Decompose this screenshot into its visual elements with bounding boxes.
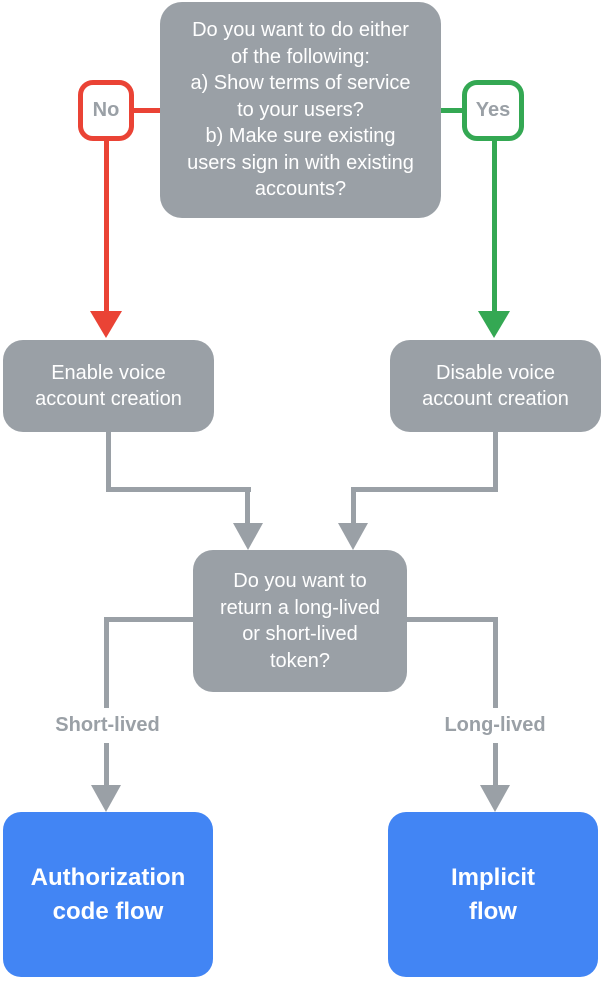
no-arrowhead-icon <box>90 311 122 338</box>
long-lived-connector-down <box>493 617 498 785</box>
no-connector-vertical <box>104 141 109 311</box>
yes-badge: Yes <box>462 80 524 141</box>
top-question-box: Do you want to do either of the followin… <box>160 2 441 218</box>
no-badge: No <box>78 80 134 141</box>
enable-arrowhead-icon <box>233 523 263 550</box>
enable-connector-across <box>106 487 251 492</box>
enable-connector-down <box>106 432 111 492</box>
yes-arrowhead-icon <box>478 311 510 338</box>
enable-connector-drop <box>245 487 250 523</box>
short-lived-connector-down <box>104 617 109 785</box>
short-lived-connector-across <box>104 617 193 622</box>
short-lived-arrowhead-icon <box>91 785 121 812</box>
yes-connector-vertical <box>492 141 497 311</box>
disable-voice-box: Disable voice account creation <box>390 340 601 432</box>
disable-connector-drop <box>351 487 356 523</box>
enable-voice-box: Enable voice account creation <box>3 340 214 432</box>
long-lived-arrowhead-icon <box>480 785 510 812</box>
long-lived-connector-across <box>407 617 498 622</box>
disable-connector-across <box>351 487 498 492</box>
disable-connector-down <box>493 432 498 492</box>
short-lived-label: Short-lived <box>23 708 192 743</box>
yes-connector-horizontal <box>441 108 462 113</box>
token-question-box: Do you want to return a long-lived or sh… <box>193 550 407 692</box>
long-lived-label: Long-lived <box>410 708 580 743</box>
authorization-code-flow-box: Authorization code flow <box>3 812 213 977</box>
no-connector-horizontal <box>134 108 160 113</box>
implicit-flow-box: Implicit flow <box>388 812 598 977</box>
disable-arrowhead-icon <box>338 523 368 550</box>
